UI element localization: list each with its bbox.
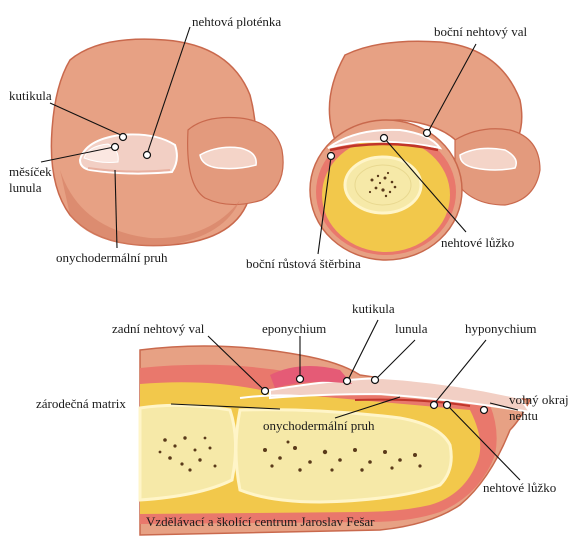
label-free-edge-line1: volný okraj	[509, 392, 569, 407]
cuticle-marker-long	[344, 378, 351, 385]
label-proximal-nail-fold: zadní nehtový val	[112, 321, 205, 336]
nail-bed-marker-long	[444, 402, 451, 409]
eponychium-marker	[297, 376, 304, 383]
label-germinal-matrix: zárodečná matrix	[36, 396, 126, 411]
proximal-fold-marker	[262, 388, 269, 395]
toe-cross-section: boční nehtový val nehtové lůžko boční rů…	[246, 24, 540, 271]
hyponychium-marker	[431, 402, 438, 409]
toe-front-view: nehtová ploténka kutikula měsíček lunula…	[9, 14, 283, 265]
lateral-nail-fold-marker	[424, 130, 431, 137]
label-onychodermal-front: onychodermální pruh	[56, 250, 168, 265]
label-lateral-nail-fold: boční nehtový val	[434, 24, 528, 39]
longitudinal-section: zadní nehtový val eponychium kutikula lu…	[36, 301, 569, 535]
label-cuticle-front: kutikula	[9, 88, 52, 103]
label-nail-plate: nehtová ploténka	[192, 14, 281, 29]
small-toe-right-nail	[460, 148, 516, 170]
long-bone-proximal	[140, 405, 236, 500]
credit-caption: Vzdělávací a školící centrum Jaroslav Fe…	[146, 514, 375, 529]
label-nail-bed-long: nehtové lůžko	[483, 480, 556, 495]
cuticle-marker-front	[120, 134, 127, 141]
label-onychodermal-long: onychodermální pruh	[263, 418, 375, 433]
lunula-marker-front	[112, 144, 119, 151]
label-lunula-line1: měsíček	[9, 164, 52, 179]
label-lateral-groove: boční růstová štěrbina	[246, 256, 361, 271]
small-toe-nail	[200, 147, 256, 168]
section-bone-inner	[355, 165, 411, 205]
nail-bed-marker-section	[381, 135, 388, 142]
label-cuticle-long: kutikula	[352, 301, 395, 316]
label-free-edge-line2: nehtu	[509, 408, 538, 423]
label-nail-bed-section: nehtové lůžko	[441, 235, 514, 250]
free-edge-marker	[481, 407, 488, 414]
label-lunula-long: lunula	[395, 321, 428, 336]
label-lunula-line2: lunula	[9, 180, 42, 195]
label-eponychium: eponychium	[262, 321, 326, 336]
label-hyponychium: hyponychium	[465, 321, 537, 336]
lateral-groove-marker	[328, 153, 335, 160]
lunula-marker-long	[372, 377, 379, 384]
nail-plate-marker	[144, 152, 151, 159]
